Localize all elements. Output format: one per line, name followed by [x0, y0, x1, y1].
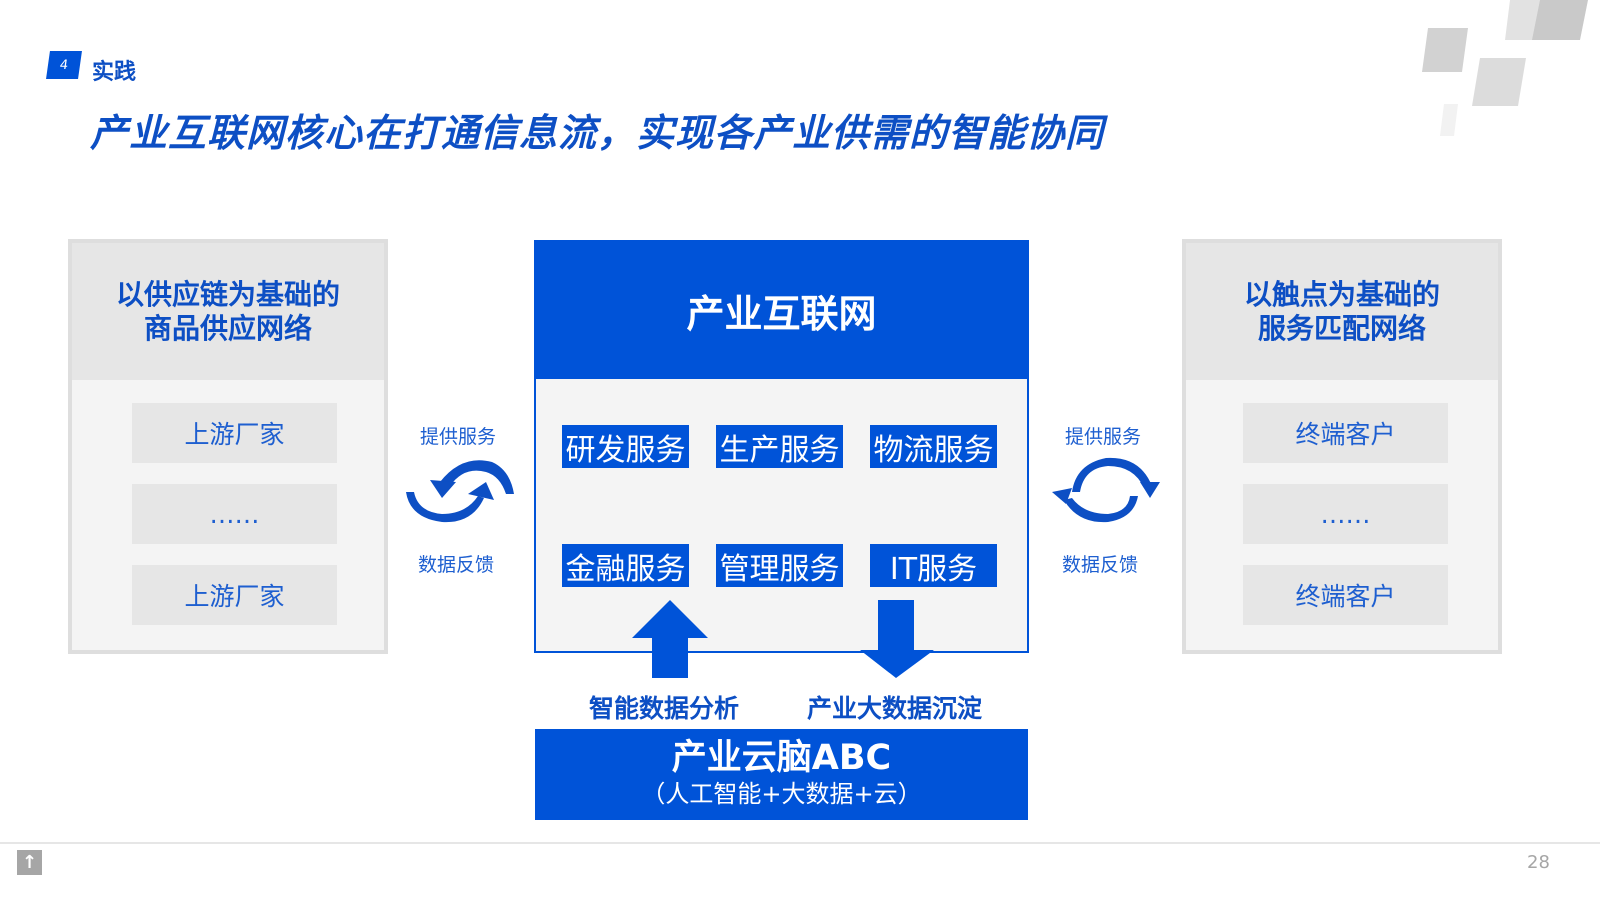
service-box: 研发服务	[562, 425, 689, 468]
list-item: 终端客户	[1243, 403, 1448, 463]
right-cycle-top-label: 提供服务	[1065, 426, 1142, 448]
page-number: 28	[1527, 852, 1550, 873]
section-title: 实践	[92, 60, 137, 85]
list-item: ……	[132, 484, 337, 544]
right-panel-title-line: 服务匹配网络	[1257, 311, 1426, 345]
service-box: 管理服务	[716, 544, 843, 587]
cycle-arrows-icon	[406, 460, 514, 523]
service-box: 生产服务	[716, 425, 843, 468]
left-panel-title-line: 商品供应网络	[143, 311, 312, 345]
service-box: IT服务	[870, 544, 997, 587]
industry-internet-box: 产业互联网 研发服务 生产服务 物流服务 金融服务 管理服务 IT服务	[534, 240, 1029, 653]
cycle-arrows-icon	[1052, 457, 1160, 523]
left-panel: 以供应链为基础的 商品供应网络 上游厂家 …… 上游厂家	[68, 239, 388, 654]
footer-divider	[0, 842, 1600, 844]
right-panel-title-line: 以触点为基础的	[1243, 277, 1440, 311]
up-arrow-icon	[632, 600, 708, 678]
left-panel-title-line: 以供应链为基础的	[115, 277, 340, 311]
cloud-brain-box: 产业云脑ABC （人工智能+大数据+云）	[535, 729, 1028, 820]
decorative-squares	[1422, 0, 1588, 136]
right-panel: 以触点为基础的 服务匹配网络 终端客户 …… 终端客户	[1182, 239, 1502, 654]
list-item: 终端客户	[1243, 565, 1448, 625]
center-title: 产业互联网	[536, 242, 1027, 379]
service-box: 金融服务	[562, 544, 689, 587]
brain-subtitle: （人工智能+大数据+云）	[641, 780, 922, 808]
page-title: 产业互联网核心在打通信息流，实现各产业供需的智能协同	[90, 111, 1105, 155]
list-item: ……	[1243, 484, 1448, 544]
left-cycle-top-label: 提供服务	[420, 426, 497, 448]
list-item: 上游厂家	[132, 403, 337, 463]
down-flow-label: 产业大数据沉淀	[807, 694, 983, 723]
section-number: 4	[58, 57, 70, 73]
left-panel-header: 以供应链为基础的 商品供应网络	[72, 243, 384, 380]
section-number-badge: 4	[46, 51, 82, 79]
logo-icon: ↑	[17, 850, 42, 875]
left-cycle-bottom-label: 数据反馈	[418, 554, 495, 576]
service-box: 物流服务	[870, 425, 997, 468]
brain-title: 产业云脑ABC	[671, 738, 892, 778]
right-cycle-bottom-label: 数据反馈	[1062, 554, 1139, 576]
down-arrow-icon	[860, 600, 934, 678]
up-flow-label: 智能数据分析	[589, 694, 740, 723]
list-item: 上游厂家	[132, 565, 337, 625]
right-panel-header: 以触点为基础的 服务匹配网络	[1186, 243, 1498, 380]
